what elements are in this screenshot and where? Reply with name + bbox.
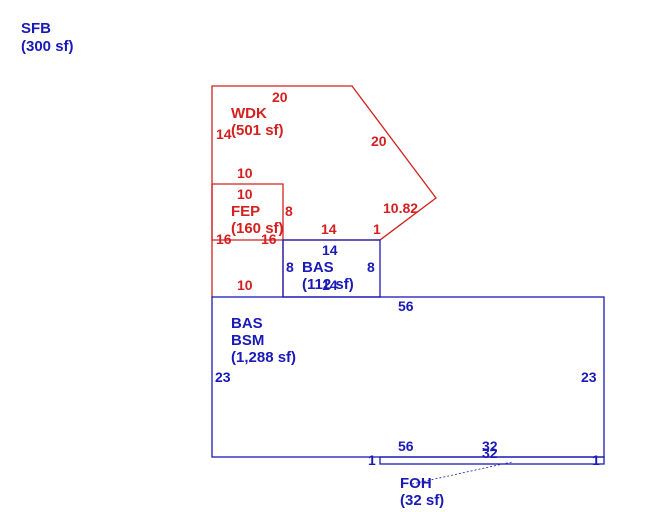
bas-main-area: (1,288 sf)	[231, 349, 296, 366]
fep-dim-step: 14	[321, 221, 337, 237]
bas-main-dim-top: 56	[398, 298, 414, 314]
foh-dim-top: 32	[482, 438, 498, 454]
bas-main-dim-left: 23	[215, 369, 231, 385]
fep-dim-right-inner: 16	[261, 231, 277, 247]
bas-main-dim-bottom: 56	[398, 438, 414, 454]
fep-area: (160 sf)	[231, 220, 284, 237]
wdk-dim-tail: 1	[373, 221, 381, 237]
foh-leader-line	[411, 461, 513, 485]
bas-small-dim-bottom: 14	[322, 277, 338, 293]
bas-small-area: (112 sf)	[302, 276, 354, 293]
foh-name: FOH	[400, 475, 432, 492]
fep-dim-bottom: 10	[237, 277, 253, 293]
bas-main-dim-right: 23	[581, 369, 597, 385]
bas-main-name2: BSM	[231, 332, 264, 349]
bas-main-name1: BAS	[231, 315, 263, 332]
fep-name: FEP	[231, 203, 260, 220]
bas-small-dim-top: 14	[322, 242, 338, 258]
fep-dim-top: 10	[237, 186, 253, 202]
foh-area: (32 sf)	[400, 492, 444, 509]
bas-main-dim-tick: 1	[368, 452, 376, 468]
foh-dim-bottom: 32	[482, 445, 498, 461]
wdk-area: (501 sf)	[231, 122, 284, 139]
wdk-dim-diag: 20	[371, 133, 387, 149]
wdk-dim-left: 14	[216, 126, 232, 142]
foh-outline	[379, 456, 605, 465]
fep-dim-right-outer: 8	[285, 203, 293, 219]
bas-small-dim-left: 8	[286, 259, 294, 275]
fep-dim-left: 16	[216, 231, 232, 247]
wdk-dim-top: 20	[272, 89, 288, 105]
bas-small-name: BAS	[302, 259, 334, 276]
foh-dim-right-tick: 1	[592, 452, 600, 468]
sfb-area: (300 sf)	[21, 38, 74, 55]
wdk-dim-right-diag: 10.82	[383, 200, 418, 216]
bas-small-dim-right: 8	[367, 259, 375, 275]
wdk-dim-bottom: 10	[237, 165, 253, 181]
bas-main-outline	[211, 296, 605, 458]
sfb-name: SFB	[21, 20, 51, 37]
wdk-name: WDK	[231, 105, 267, 122]
